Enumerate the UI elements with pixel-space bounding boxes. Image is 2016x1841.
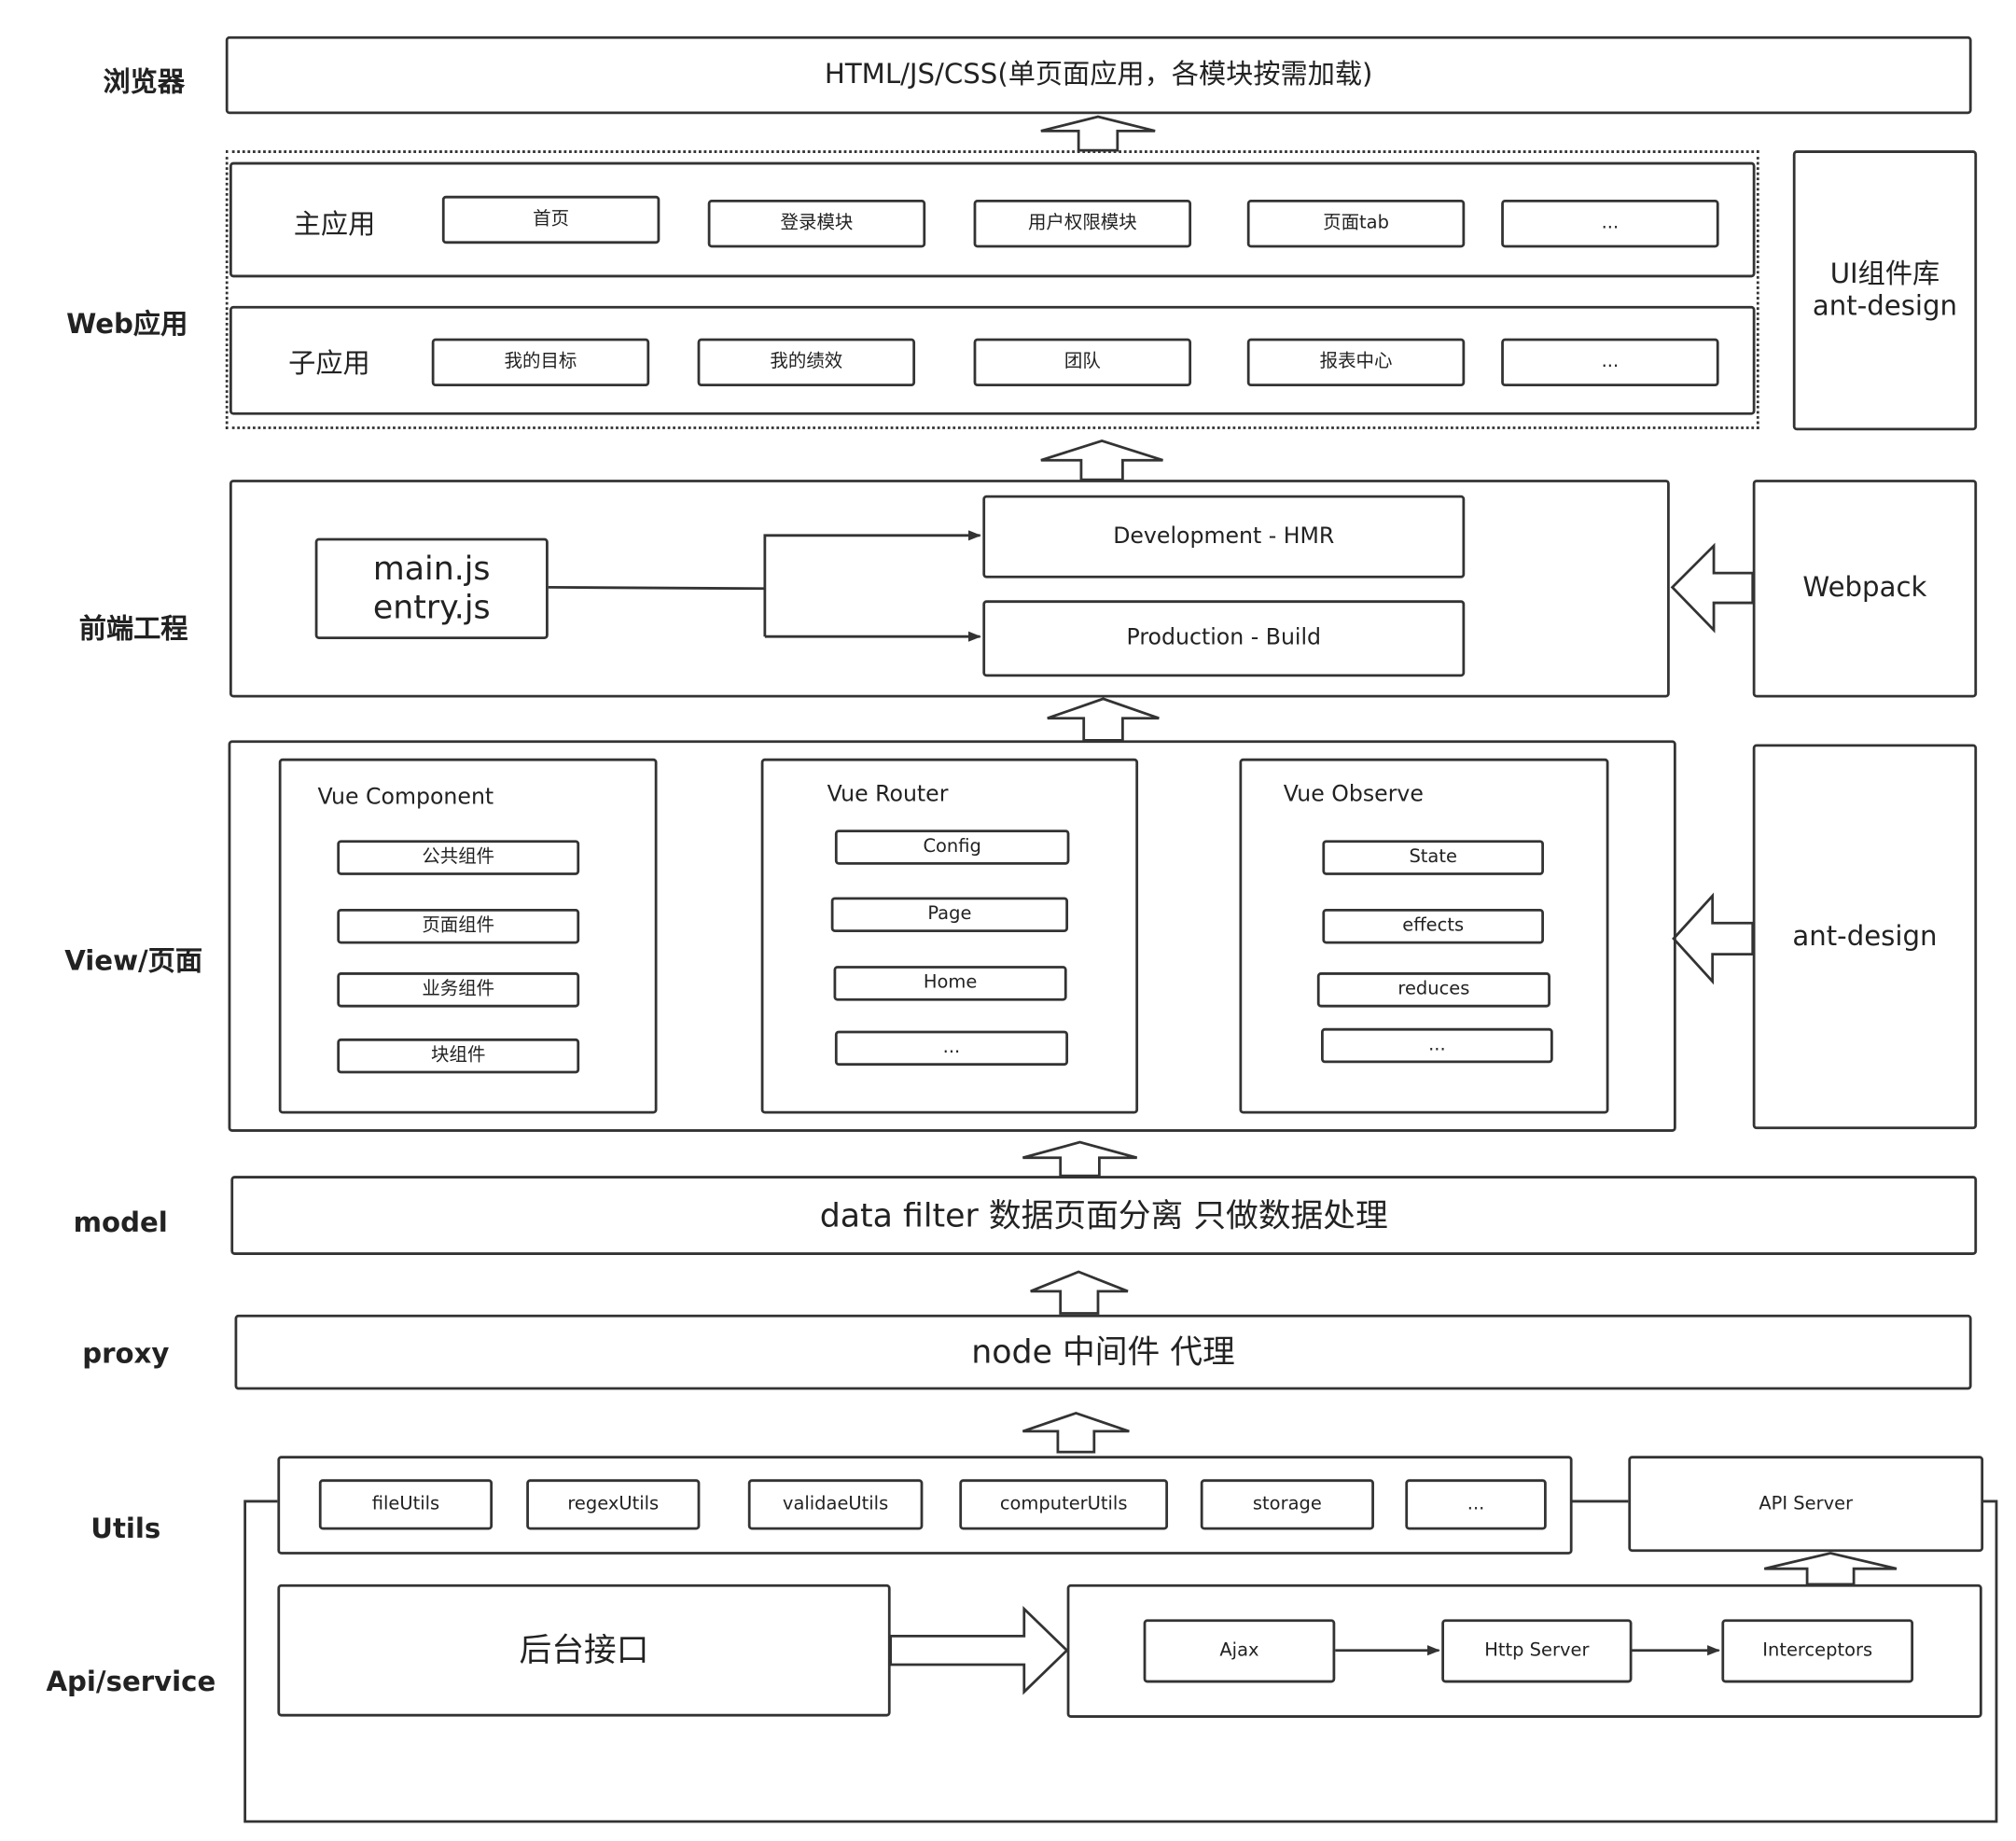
up-arrow-view-to-frontend [1047, 697, 1160, 742]
router-item-more: ... [834, 1030, 1069, 1067]
flow-ajax: Ajax [1143, 1619, 1336, 1683]
vue-router-panel [760, 758, 1139, 1114]
browser-box: HTML/JS/CSS(单页面应用，各模块按需加载) [225, 35, 1972, 115]
entry-to-dev-connector [763, 530, 981, 637]
utils-item-regex: regexUtils [526, 1479, 701, 1530]
observe-item-more: ... [1321, 1027, 1553, 1064]
proxy-box: node 中间件 代理 [234, 1314, 1972, 1390]
sub-app-label: 子应用 [288, 347, 370, 379]
main-app-label: 主应用 [293, 208, 376, 241]
vue-component-panel [278, 758, 658, 1114]
entry-entry-js: entry.js [372, 588, 491, 627]
vue-router-title: Vue Router [827, 781, 949, 808]
router-item-page: Page [830, 897, 1069, 932]
entry-main-js: main.js [372, 550, 491, 588]
sub-app-row [229, 305, 1756, 415]
component-item-block: 块组件 [337, 1038, 580, 1074]
model-box: data filter 数据页面分离 只做数据处理 [230, 1176, 1978, 1255]
request-flow-box [1066, 1583, 1982, 1718]
utils-item-file: fileUtils [318, 1479, 494, 1530]
ui-library-title: UI组件库 [1829, 258, 1940, 289]
layer-label-frontend: 前端工程 [78, 613, 188, 645]
browser-text: HTML/JS/CSS(单页面应用，各模块按需加载) [824, 59, 1373, 91]
utils-item-more: ... [1405, 1479, 1547, 1530]
webpack-box: Webpack [1752, 480, 1978, 698]
api-service-container [243, 1499, 1998, 1823]
flow-http-server: Http Server [1441, 1619, 1633, 1683]
layer-label-web: Web应用 [66, 308, 188, 341]
layer-label-model: model [73, 1206, 168, 1238]
layer-label-utils: Utils [90, 1513, 161, 1544]
up-arrow-to-api-server [1763, 1552, 1898, 1586]
sub-item-performance: 我的绩效 [697, 338, 916, 387]
sub-item-team: 团队 [973, 338, 1192, 387]
sub-item-goals: 我的目标 [431, 338, 650, 387]
utils-item-storage: storage [1200, 1479, 1374, 1530]
view-layer-box [228, 740, 1676, 1132]
ui-library-box: UI组件库 ant-design [1792, 150, 1978, 431]
frontend-engineering-box [229, 480, 1670, 698]
left-arrow-webpack [1670, 542, 1755, 634]
up-arrow-frontend-to-web [1040, 439, 1163, 481]
component-item-business: 业务组件 [337, 972, 580, 1008]
flow-interceptors: Interceptors [1721, 1619, 1914, 1683]
ant-design-box: ant-design [1752, 744, 1978, 1130]
vue-observe-panel [1239, 758, 1609, 1114]
layer-label-api: Api/service [46, 1666, 216, 1697]
up-arrow-web-to-browser [1040, 115, 1156, 152]
layer-label-browser: 浏览器 [103, 65, 186, 98]
sub-item-more: ... [1501, 338, 1719, 387]
ui-library-name: ant-design [1812, 290, 1958, 322]
prod-build-box: Production - Build [982, 600, 1466, 677]
main-app-row [229, 161, 1756, 278]
up-arrow-proxy-to-model [1030, 1270, 1129, 1315]
vue-component-title: Vue Component [317, 784, 494, 811]
entry-box: main.js entry.js [314, 537, 549, 639]
main-item-permission: 用户权限模块 [973, 199, 1192, 248]
observe-item-reduces: reduces [1316, 972, 1550, 1008]
right-arrow-backend [889, 1605, 1069, 1695]
observe-item-state: State [1322, 840, 1545, 875]
utils-item-computer: computerUtils [959, 1479, 1169, 1530]
sub-item-reports: 报表中心 [1246, 338, 1466, 387]
component-item-page: 页面组件 [337, 908, 580, 944]
vue-observe-title: Vue Observe [1283, 781, 1424, 808]
utils-item-validate: validaeUtils [747, 1479, 924, 1530]
main-item-login: 登录模块 [707, 199, 926, 248]
left-arrow-ant-design [1672, 892, 1755, 985]
component-item-common: 公共组件 [337, 840, 580, 875]
router-item-config: Config [834, 830, 1070, 865]
backend-interface-box: 后台接口 [277, 1583, 891, 1717]
utils-row [277, 1456, 1573, 1555]
layer-label-view: View/页面 [64, 944, 203, 977]
api-server-box: API Server [1628, 1456, 1984, 1553]
observe-item-effects: effects [1322, 908, 1545, 944]
entry-connector [548, 586, 765, 591]
layer-label-proxy: proxy [82, 1337, 170, 1370]
router-item-home: Home [833, 966, 1067, 1001]
main-item-home: 首页 [441, 195, 660, 244]
up-arrow-utils-to-proxy [1022, 1411, 1130, 1454]
up-arrow-model-to-view [1022, 1140, 1138, 1178]
dev-hmr-box: Development - HMR [982, 495, 1466, 579]
main-item-more: ... [1501, 199, 1719, 248]
web-apps-group [225, 150, 1759, 429]
main-item-page-tab: 页面tab [1246, 199, 1466, 248]
